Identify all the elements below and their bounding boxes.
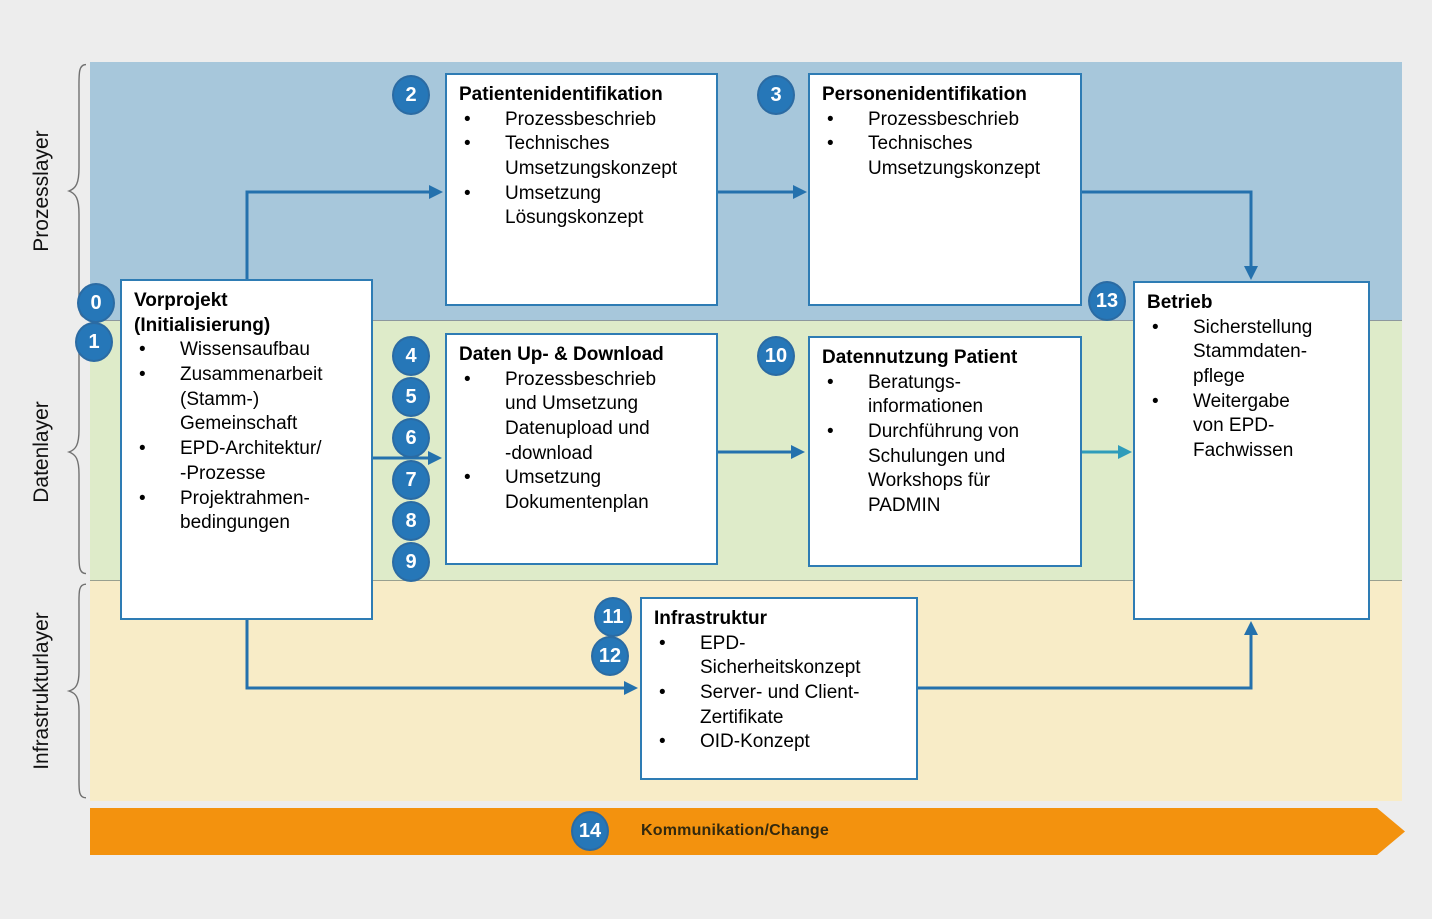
step-circle-13: 13 xyxy=(1088,281,1126,321)
bullet-dot: • xyxy=(659,731,666,753)
bullet-dot: • xyxy=(827,133,834,155)
bullet-dot: • xyxy=(827,108,834,130)
bullet-dot: • xyxy=(139,364,146,386)
phase-box-patientenidentifikation: Patientenidentifikation •Prozessbeschrie… xyxy=(445,73,718,306)
bullet-item: •Umsetzung Lösungskonzept xyxy=(459,182,710,231)
bullet-dot: • xyxy=(464,108,471,130)
phase-box-personenidentifikation: Personenidentifikation •Prozessbeschrieb… xyxy=(808,73,1082,306)
step-circle-10: 10 xyxy=(757,336,795,376)
phase-box-daten-up-download: Daten Up- & Download •Prozessbeschrieb u… xyxy=(445,333,718,565)
step-circle-0: 0 xyxy=(77,283,115,323)
step-circle-8: 8 xyxy=(392,501,430,541)
step-circle-5: 5 xyxy=(392,377,430,417)
step-circle-9: 9 xyxy=(392,542,430,582)
bullet-item: •Server- und Client- Zertifikate xyxy=(654,681,910,730)
banner-label: Kommunikation/Change xyxy=(641,822,830,839)
phase-box-title: Daten Up- & Download xyxy=(459,344,664,365)
phase-box-vorprojekt: Vorprojekt (Initialisierung) •Wissensauf… xyxy=(120,279,373,620)
bullet-dot: • xyxy=(139,487,146,509)
curly-brace-infrastrukturlayer xyxy=(62,582,88,800)
bullet-dot: • xyxy=(464,368,471,390)
arrow-infrastruktur-to-betrieb xyxy=(918,634,1253,690)
bullet-item: •EPD-Architektur/ -Prozesse xyxy=(134,437,365,486)
phase-box-title: Infrastruktur xyxy=(654,608,767,629)
bullet-item: •Durchführung von Schulungen und Worksho… xyxy=(822,420,1074,519)
step-circle-7: 7 xyxy=(392,460,430,500)
phase-box-datennutzung-patient: Datennutzung Patient •Beratungs- informa… xyxy=(808,336,1082,567)
bullet-dot: • xyxy=(464,467,471,489)
arrow-personenidentifikation-to-betrieb xyxy=(1082,190,1253,267)
bullet-dot: • xyxy=(1152,316,1159,338)
bullet-item: •Technisches Umsetzungskonzept xyxy=(822,132,1074,181)
step-circle-4: 4 xyxy=(392,336,430,376)
arrow-vorprojekt-to-patientenidentifikation xyxy=(245,190,430,279)
bullet-dot: • xyxy=(139,339,146,361)
bullet-item: •Umsetzung Dokumentenplan xyxy=(459,466,710,515)
bullet-item: •Projektrahmen- bedingungen xyxy=(134,487,365,536)
arrowhead-teal xyxy=(1118,445,1132,459)
step-circle-11: 11 xyxy=(594,597,632,637)
step-circle-14: 14 xyxy=(571,811,609,851)
step-circle-6: 6 xyxy=(392,418,430,458)
bullet-item: •Technisches Umsetzungskonzept xyxy=(459,132,710,181)
phase-box-title: Personenidentifikation xyxy=(822,84,1027,105)
bullet-item: •EPD- Sicherheitskonzept xyxy=(654,632,910,681)
kommunikation-change-banner xyxy=(90,808,1405,855)
arrowheads-blue xyxy=(428,185,1258,695)
step-circle-12: 12 xyxy=(591,636,629,676)
bullet-item: •Prozessbeschrieb xyxy=(822,108,1074,133)
bullet-item: •Weitergabe von EPD- Fachwissen xyxy=(1147,390,1362,464)
step-circle-3: 3 xyxy=(757,75,795,115)
bullet-dot: • xyxy=(659,682,666,704)
phase-box-infrastruktur: Infrastruktur •EPD- Sicherheitskonzept •… xyxy=(640,597,918,780)
phase-box-title: Vorprojekt (Initialisierung) xyxy=(134,290,271,336)
bullet-item: •Wissensaufbau xyxy=(134,338,365,363)
bullet-dot: • xyxy=(139,438,146,460)
phase-box-betrieb: Betrieb •Sicherstellung Stammdaten- pfle… xyxy=(1133,281,1370,620)
bullet-item: •Zusammenarbeit (Stamm-) Gemeinschaft xyxy=(134,363,365,437)
step-circle-1: 1 xyxy=(75,322,113,362)
bullet-dot: • xyxy=(827,371,834,393)
phase-box-title: Datennutzung Patient xyxy=(822,347,1018,368)
arrow-vorprojekt-to-infrastruktur xyxy=(245,620,625,690)
bullet-dot: • xyxy=(827,421,834,443)
phase-box-title: Patientenidentifikation xyxy=(459,84,663,105)
bullet-dot: • xyxy=(1152,390,1159,412)
bullet-dot: • xyxy=(464,182,471,204)
bullet-item: •Prozessbeschrieb und Umsetzung Datenupl… xyxy=(459,368,710,467)
bullet-item: •Beratungs- informationen xyxy=(822,371,1074,420)
bullet-dot: • xyxy=(464,133,471,155)
bullet-item: •Sicherstellung Stammdaten- pflege xyxy=(1147,316,1362,390)
step-circle-2: 2 xyxy=(392,75,430,115)
bullet-item: •Prozessbeschrieb xyxy=(459,108,710,133)
bullet-dot: • xyxy=(659,632,666,654)
phase-box-title: Betrieb xyxy=(1147,292,1213,313)
bullet-item: •OID-Konzept xyxy=(654,730,910,755)
